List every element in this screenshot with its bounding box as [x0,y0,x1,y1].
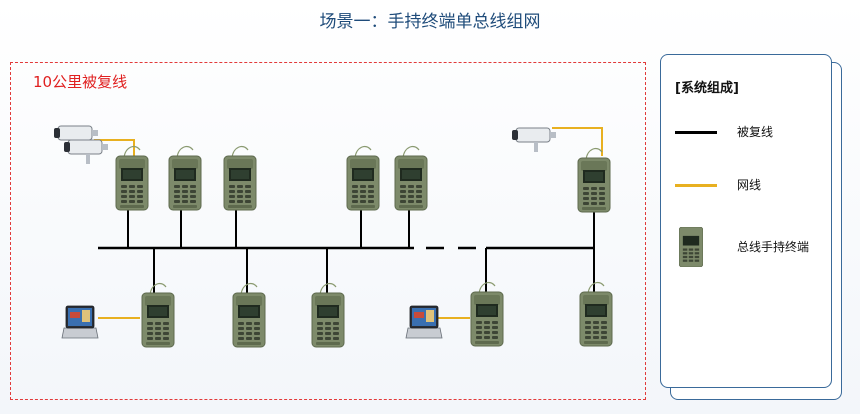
legend-title: [系统组成] [675,81,739,96]
handheld-terminal-icon [168,145,202,211]
legend-label-cable: 被复线 [737,125,774,139]
handheld-terminal-icon [346,145,380,211]
handheld-terminal-icon [679,227,703,267]
scenario-frame: 10公里被复线 [10,62,646,400]
network-diagram [53,125,613,348]
handheld-terminal-icon [579,281,613,347]
handheld-terminal-icon [394,145,428,211]
handheld-terminal-icon [577,147,611,213]
page-title: 场景一：手持终端单总线组网 [319,12,541,32]
legend-label-ethernet: 网线 [737,178,762,192]
handheld-terminal-icon [311,282,345,348]
camera-icon [511,127,557,153]
monitor-icon [61,305,99,339]
handheld-terminal-icon [141,282,175,348]
camera-icon [63,139,109,165]
monitor-icon [405,305,443,339]
handheld-terminal-icon [223,145,257,211]
handheld-terminal-icon [470,281,504,347]
bus-drops [127,210,595,293]
handheld-terminal-icon [232,282,266,348]
handheld-terminal-icon [115,145,149,211]
legend-black-line [675,131,717,134]
legend-label-terminal: 总线手持终端 [737,240,810,254]
legend-yellow-line [675,184,717,187]
legend-panel: [系统组成] 被复线 网线 总线手持终端 [660,54,832,388]
scenario-label: 10公里被复线 [33,73,128,91]
ethernet-links [94,127,603,319]
